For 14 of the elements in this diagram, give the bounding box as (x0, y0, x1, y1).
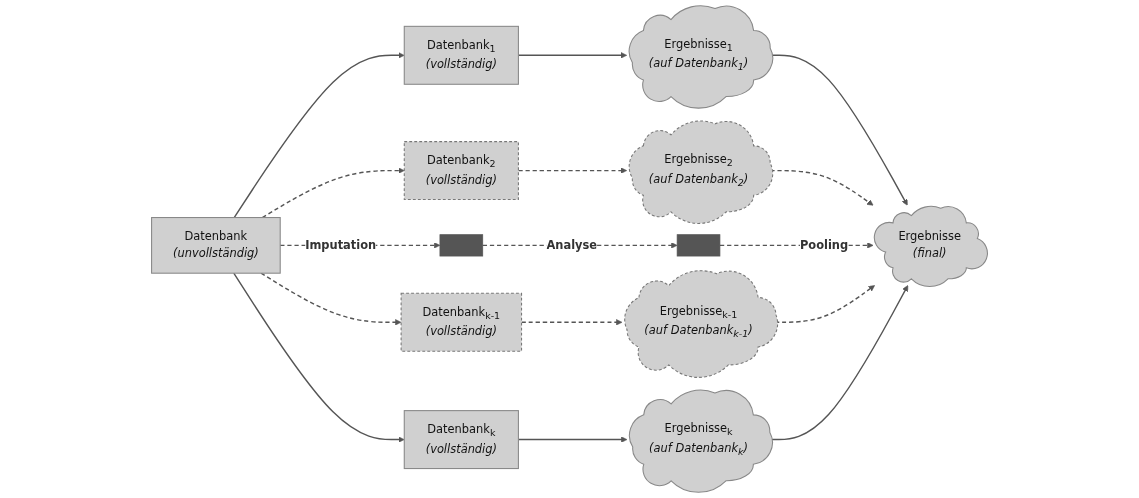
edge-label: Pooling (799, 238, 849, 252)
node-box (439, 234, 484, 257)
arrow (260, 272, 402, 326)
edge-label: Imputation (305, 238, 377, 252)
node-box: Datenbank$_{k-1}$ (vollständig) (400, 292, 523, 352)
node-box: Datenbank$_{k}$ (vollständig) (403, 410, 519, 470)
edge-label: Analyse (546, 238, 598, 252)
node-box: Datenbank (unvollständig) (151, 217, 281, 274)
arrow (233, 52, 405, 219)
node-box: Datenbank$_{2}$ (vollständig) (403, 141, 519, 201)
node-box: Datenbank$_{1}$ (vollständig) (403, 25, 519, 85)
arrow (261, 167, 405, 219)
arrow (233, 272, 405, 443)
node-box (676, 234, 721, 257)
